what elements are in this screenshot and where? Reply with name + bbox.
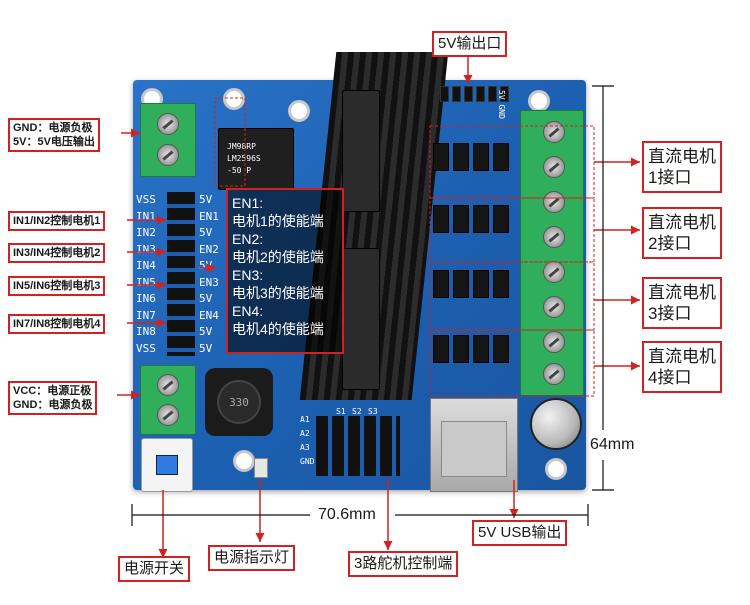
terminal-power-in: [140, 365, 196, 435]
regulator-chip: JM98RP LM2596S -50 P: [218, 128, 294, 190]
dimension-height: 64mm: [590, 436, 635, 453]
inductor: 330: [205, 368, 273, 436]
chip-label: JM98RP: [227, 142, 256, 151]
enable-pins-description: EN1: 电机1的使能端 EN2: 电机2的使能端 EN3: 电机3的使能端 E…: [226, 188, 344, 354]
mount-hole: [223, 88, 245, 110]
mount-hole: [545, 458, 567, 480]
terminal-5v-out: [140, 103, 196, 177]
label-power-switch: 电源开关: [118, 556, 191, 582]
usb-port: [430, 398, 518, 492]
mount-hole: [288, 100, 310, 122]
label-gnd-5v: GND：电源负极 5V：5V电压输出: [8, 118, 100, 152]
dimension-width: 70.6mm: [318, 506, 376, 523]
label-in56: IN5/IN6控制电机3: [8, 276, 106, 296]
input-header: [167, 192, 195, 356]
screw-icon: [157, 144, 179, 166]
header-5v-out: [440, 86, 509, 102]
mount-hole: [233, 450, 255, 472]
driver-chip: [342, 248, 380, 390]
chip-label: -50 P: [227, 166, 252, 175]
power-switch[interactable]: [141, 438, 193, 492]
motor-terminals: [520, 110, 584, 396]
screw-icon: [157, 113, 179, 135]
label-5v-output: 5V输出口: [432, 31, 508, 57]
chip-label: LM2596S: [227, 154, 261, 163]
servo-header: [316, 416, 400, 476]
switch-knob[interactable]: [156, 455, 178, 475]
label-in78: IN7/IN8控制电机4: [8, 314, 106, 334]
screw-icon: [157, 374, 179, 396]
label-vcc-gnd: VCC：电源正极 GND：电源负极: [8, 381, 98, 415]
screw-icon: [157, 404, 179, 426]
label-servo-control: 3路舵机控制端: [348, 551, 459, 577]
label-in34: IN3/IN4控制电机2: [8, 243, 106, 263]
driver-chip: [342, 90, 380, 212]
label-usb-output: 5V USB输出: [472, 520, 568, 546]
label-power-led: 电源指示灯: [208, 545, 296, 571]
label-in12: IN1/IN2控制电机1: [8, 211, 106, 231]
capacitor: [530, 398, 582, 450]
power-led: [254, 458, 268, 478]
